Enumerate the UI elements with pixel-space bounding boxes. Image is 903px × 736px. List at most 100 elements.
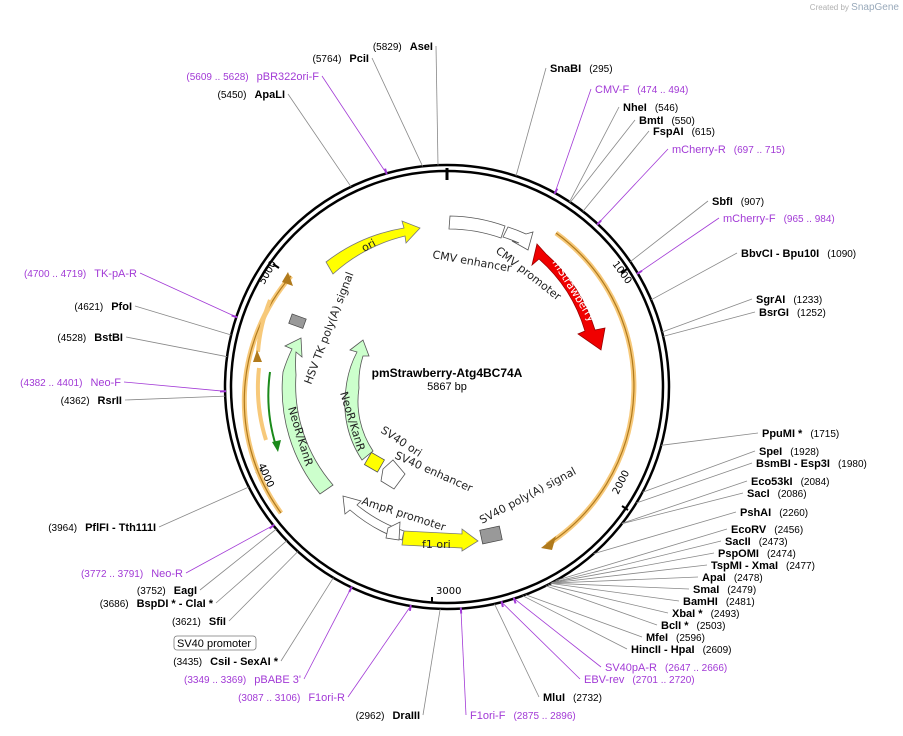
leader-left-18	[422, 608, 441, 716]
enzyme-label-apali[interactable]: (5450)ApaLI	[218, 89, 285, 101]
primer-label-mcherry-f[interactable]: mCherry-F(965 .. 984)	[723, 213, 835, 225]
orf-arc-neo-2b	[256, 299, 272, 353]
enzyme-label-mfei[interactable]: MfeI(2596)	[646, 632, 705, 644]
feature-sv40-polya	[479, 525, 503, 545]
enzyme-label-apai[interactable]: ApaI(2478)	[702, 572, 763, 584]
leader-right-6	[630, 200, 709, 263]
sv40-promoter-box	[173, 635, 257, 651]
leader-left-16	[303, 587, 352, 680]
enzyme-label-ecorv[interactable]: EcoRV(2456)	[731, 524, 803, 536]
enzyme-label-tspmi-xmai[interactable]: TspMI - XmaI(2477)	[711, 560, 815, 572]
orf-arc-green	[267, 371, 277, 447]
leader-right-28	[513, 598, 602, 668]
enzyme-label-sgrai[interactable]: SgrAI(1233)	[756, 294, 822, 306]
feature-cmv-enhancer	[448, 215, 506, 239]
leader-lines	[123, 45, 759, 716]
primer-label-neo-f[interactable]: (4382 .. 4401)Neo-F	[20, 377, 121, 389]
enzyme-label-bsrgi[interactable]: BsrGI(1252)	[759, 307, 826, 319]
primer-label-f1ori-r[interactable]: (3087 .. 3106)F1ori-R	[238, 692, 345, 704]
feature-ori	[325, 220, 421, 275]
primer-label-sv40pa-r[interactable]: SV40pA-R(2647 .. 2666)	[605, 662, 727, 674]
primer-label-cmv-f[interactable]: CMV-F(474 .. 494)	[595, 84, 688, 96]
enzyme-label-bspdi-clai[interactable]: (3686)BspDI * - ClaI *	[100, 598, 214, 610]
primer-label-f1ori-f[interactable]: F1ori-F(2875 .. 2896)	[470, 710, 576, 722]
enzyme-label-pcii[interactable]: (5764)PciI	[313, 53, 369, 65]
orf-arrow-green	[272, 440, 281, 452]
enzyme-label-bsmbi-esp3i[interactable]: BsmBI - Esp3I(1980)	[756, 458, 867, 470]
enzyme-label-pshai[interactable]: PshAI(2260)	[740, 507, 808, 519]
leader-right-21	[551, 576, 699, 584]
enzyme-label-eco53ki[interactable]: Eco53kI(2084)	[751, 476, 830, 488]
enzyme-label-snabi[interactable]: SnaBI(295)	[550, 63, 613, 75]
orf-arc-neo-core	[243, 275, 292, 514]
enzyme-label-bbvci-bpu10i[interactable]: BbvCI - Bpu10I(1090)	[741, 248, 856, 260]
orf-arrow-neo	[282, 272, 293, 286]
leader-right-29	[501, 601, 581, 680]
enzyme-label-csii-sexai[interactable]: (3435)CsiI - SexAI *	[173, 656, 278, 668]
leader-right-22	[550, 582, 690, 590]
feature-hsv-tk-polya	[288, 313, 307, 329]
feature-ampr-small	[385, 521, 401, 541]
feature-cmv-promoter	[502, 226, 534, 251]
label-ori: ori	[359, 236, 378, 254]
leader-left-6	[125, 336, 228, 358]
leader-right-11	[661, 432, 759, 446]
tick-label-5000: 5000	[257, 259, 279, 287]
enzyme-label-spei[interactable]: SpeI(1928)	[759, 446, 819, 458]
plasmid-size: 5867 bp	[427, 381, 467, 393]
leader-right-18	[552, 540, 722, 583]
leader-right-9	[661, 298, 753, 333]
enzyme-label-pspomi[interactable]: PspOMI(2474)	[718, 548, 796, 560]
enzyme-label-asei[interactable]: (5829)AseI	[373, 41, 433, 53]
leader-left-13	[228, 551, 299, 622]
enzyme-label-sfii[interactable]: (3621)SfiI	[172, 616, 226, 628]
label-f1-ori: f1 ori	[422, 538, 451, 551]
snapgene-brand: SnapGene	[851, 2, 899, 13]
enzyme-label-bcli[interactable]: BclI *(2503)	[661, 620, 725, 632]
enzyme-label-bstbi[interactable]: (4528)BstBI	[57, 332, 123, 344]
label-neokanr-inner: NeoR/KanR	[337, 390, 368, 453]
leader-right-5	[597, 148, 669, 225]
primer-label-tk-pa-r[interactable]: (4700 .. 4719)TK-pA-R	[24, 268, 137, 280]
leader-right-20	[551, 564, 708, 584]
enzyme-label-xbai[interactable]: XbaI *(2493)	[672, 608, 739, 620]
enzyme-label-eagi[interactable]: (3752)EagI	[137, 585, 197, 597]
credit-prefix: Created by	[809, 3, 849, 12]
primer-label-pbabe-3[interactable]: (3349 .. 3369)pBABE 3'	[184, 674, 301, 686]
enzyme-label-sacii[interactable]: SacII(2473)	[725, 536, 788, 548]
leader-right-31	[460, 608, 467, 716]
primer-label-ebv-rev[interactable]: EBV-rev(2701 .. 2720)	[584, 674, 695, 686]
leader-right-30	[494, 603, 540, 698]
enzyme-label-pflfi-tth111i[interactable]: (3964)PflFI - Tth111I	[48, 522, 156, 534]
enzyme-label-smai[interactable]: SmaI(2479)	[693, 584, 756, 596]
enzyme-label-hincii-hpai[interactable]: HincII - HpaI(2609)	[631, 644, 731, 656]
primer-label-mcherry-r[interactable]: mCherry-R(697 .. 715)	[672, 144, 785, 156]
primer-site-left-4	[231, 314, 238, 319]
enzyme-label-rsrii[interactable]: (4362)RsrII	[61, 395, 122, 407]
orf-arrow-neo-2	[253, 350, 262, 362]
primer-label-neo-r[interactable]: (3772 .. 3791)Neo-R	[81, 568, 183, 580]
leader-right-14	[622, 480, 748, 524]
feature-neokanr-outer	[281, 337, 334, 495]
label-ampr-promoter: AmpR promoter	[360, 494, 448, 534]
enzyme-label-mlui[interactable]: MluI(2732)	[543, 692, 602, 704]
enzyme-label-saci[interactable]: SacI(2086)	[747, 488, 807, 500]
enzyme-label-bmti[interactable]: BmtI(550)	[639, 115, 695, 127]
enzyme-label-pfoi[interactable]: (4621)PfoI	[74, 301, 132, 313]
enzyme-label-bamhi[interactable]: BamHI(2481)	[683, 596, 755, 608]
plasmid-name: pmStrawberry-Atg4BC74A	[372, 366, 523, 380]
enzyme-label-sbfi[interactable]: SbfI(907)	[712, 196, 764, 208]
enzyme-label-ppumi[interactable]: PpuMI *(1715)	[762, 428, 839, 440]
enzyme-label-nhei[interactable]: NheI(546)	[623, 102, 678, 114]
enzyme-label-draiii[interactable]: (2962)DraIII	[356, 710, 420, 722]
label-hsv-tk-polya: HSV TK poly(A) signal	[302, 270, 357, 386]
leader-right-25	[545, 585, 658, 626]
leader-left-7	[123, 381, 226, 392]
leader-right-7	[637, 217, 720, 274]
enzyme-label-fspai[interactable]: FspAI(615)	[653, 126, 715, 138]
leader-right-19	[551, 552, 715, 584]
feature-sv40-ori	[363, 451, 385, 473]
primer-label-pbr322ori-f[interactable]: (5609 .. 5628)pBR322ori-F	[186, 71, 319, 83]
primer-site-right-1	[553, 188, 559, 195]
label-sv40-polya: SV40 poly(A) signal	[477, 465, 578, 527]
